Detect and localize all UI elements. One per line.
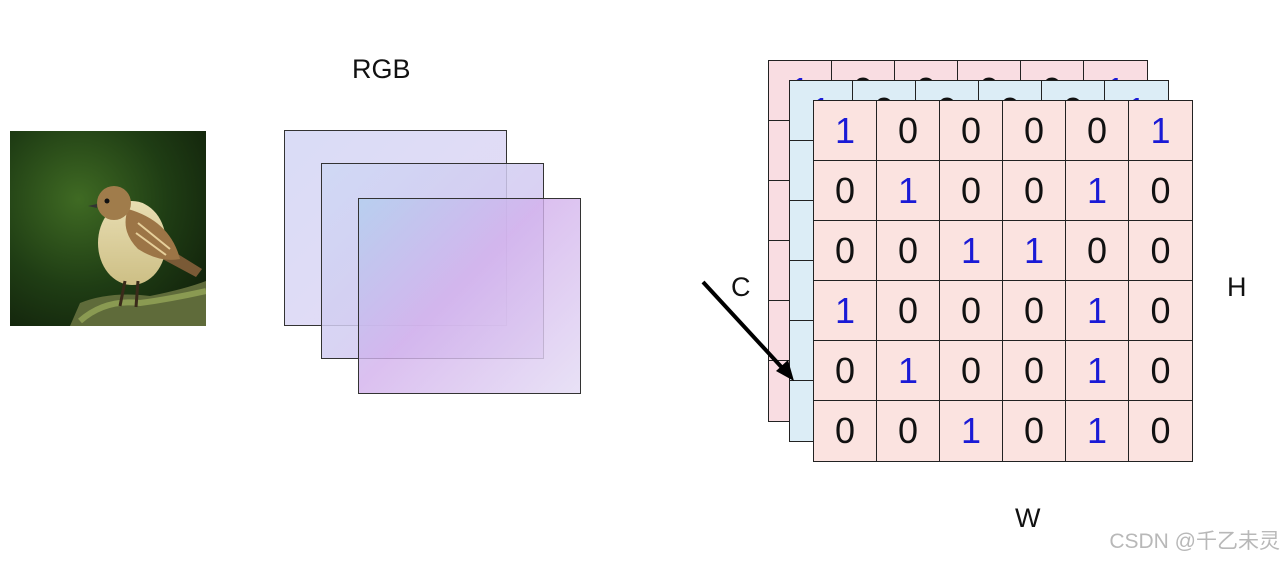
- matrix-cell: 1: [1003, 221, 1066, 281]
- matrix-cell: 1: [877, 161, 940, 221]
- matrix-cell: 0: [1129, 341, 1192, 401]
- matrix-cell: 0: [940, 281, 1003, 341]
- matrix-cell: 1: [814, 101, 877, 161]
- matrix-cell: 0: [814, 401, 877, 461]
- matrix-cell: 0: [814, 341, 877, 401]
- matrix-cell: 0: [940, 161, 1003, 221]
- matrix-cell: 1: [1066, 341, 1129, 401]
- matrix-cell: 0: [940, 101, 1003, 161]
- matrix-cell: 0: [877, 221, 940, 281]
- matrix-cell: 0: [1003, 281, 1066, 341]
- matrix-cell: 0: [877, 281, 940, 341]
- watermark: CSDN @千乙未灵: [1109, 530, 1280, 553]
- rgb-plane-front: [358, 198, 581, 394]
- matrix-cell: 0: [1129, 281, 1192, 341]
- matrix-cell: 0: [1129, 161, 1192, 221]
- matrix-cell: 1: [877, 341, 940, 401]
- matrix-cell: 0: [814, 161, 877, 221]
- matrix-cell: 0: [1003, 161, 1066, 221]
- matrix-cell: 0: [1003, 401, 1066, 461]
- matrix-cell: 0: [1066, 221, 1129, 281]
- matrix-cell: 0: [877, 401, 940, 461]
- matrix-cell: 0: [877, 101, 940, 161]
- matrix-cell: 0: [1003, 101, 1066, 161]
- matrix-cell: 0: [940, 341, 1003, 401]
- channel-arrow-icon: [701, 280, 794, 381]
- matrix-cell: 0: [1129, 221, 1192, 281]
- matrix-cell: 1: [1066, 161, 1129, 221]
- matrix-cell: 0: [814, 221, 877, 281]
- matrix-cell: 1: [1129, 101, 1192, 161]
- matrix-cell: 1: [940, 221, 1003, 281]
- matrix-cell: 1: [940, 401, 1003, 461]
- matrix-cell: 0: [1003, 341, 1066, 401]
- matrix-cell: 0: [1066, 101, 1129, 161]
- axis-label-w: W: [1015, 503, 1041, 533]
- matrix-cell: 1: [1066, 401, 1129, 461]
- rgb-label: RGB: [352, 54, 411, 84]
- axis-label-c: C: [731, 272, 751, 302]
- axis-label-h: H: [1227, 272, 1247, 302]
- matrix-cell: 1: [1066, 281, 1129, 341]
- matrix-cell: 0: [1150, 410, 1171, 451]
- bird-photo: [10, 131, 206, 326]
- matrix-cell: 1: [814, 281, 877, 341]
